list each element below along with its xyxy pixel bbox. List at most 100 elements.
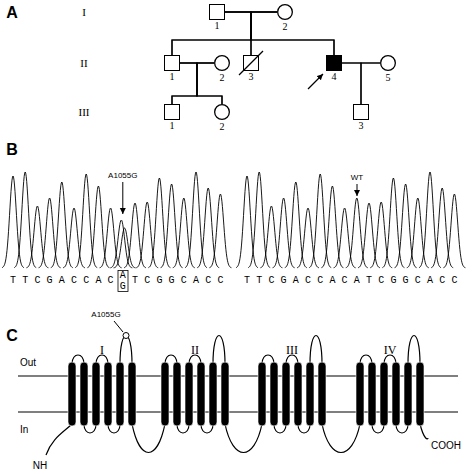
transmembrane-helix bbox=[380, 362, 388, 426]
transmembrane-helix bbox=[318, 362, 326, 426]
circle-shape bbox=[215, 56, 230, 71]
peak bbox=[419, 172, 441, 268]
terminus-label: COOH bbox=[431, 441, 461, 451]
panel-letter: B bbox=[6, 142, 18, 158]
transmembrane-helix bbox=[392, 362, 400, 426]
peak bbox=[148, 178, 170, 268]
peak bbox=[63, 208, 85, 268]
female-symbol: 2 bbox=[214, 104, 230, 120]
individual-number: 1 bbox=[170, 72, 175, 82]
individual-number: 1 bbox=[215, 21, 220, 31]
circle-shape bbox=[215, 105, 230, 120]
peak bbox=[236, 176, 258, 268]
sequence-text: TTCGACCAC bbox=[10, 276, 120, 286]
peak bbox=[114, 228, 136, 268]
transmembrane-helix bbox=[116, 362, 124, 426]
male-symbol: 1 bbox=[164, 104, 180, 120]
male-symbol: 4 bbox=[326, 55, 342, 71]
transmembrane-helix bbox=[161, 362, 169, 426]
male-symbol: 3 bbox=[353, 104, 369, 120]
transmembrane-helix bbox=[173, 362, 181, 426]
membrane-side: In bbox=[20, 425, 28, 435]
mutation-label: A1055G bbox=[91, 311, 120, 319]
wild-type-arrow bbox=[357, 184, 358, 196]
male-symbol: 3 bbox=[243, 55, 259, 71]
channel-topology bbox=[46, 333, 428, 456]
transmembrane-helix bbox=[197, 362, 205, 426]
individual-number: 3 bbox=[359, 121, 364, 131]
individual-number: 3 bbox=[249, 72, 254, 82]
transmembrane-helix bbox=[306, 362, 314, 426]
sequence-text: TCGGCACC bbox=[132, 276, 230, 286]
peak bbox=[285, 182, 307, 268]
male-symbol: 1 bbox=[209, 4, 225, 20]
transmembrane-helix bbox=[368, 362, 376, 426]
circle-shape bbox=[381, 56, 396, 71]
domain-number: III bbox=[286, 344, 298, 356]
transmembrane-helix bbox=[92, 362, 100, 426]
circle-outline bbox=[277, 4, 293, 20]
peak bbox=[197, 188, 219, 268]
domain-number: II bbox=[191, 344, 199, 356]
circle-outline bbox=[380, 55, 396, 71]
pedigree-line bbox=[225, 12, 251, 55]
pedigree-line bbox=[225, 12, 334, 55]
peak bbox=[209, 194, 231, 268]
peak bbox=[161, 184, 183, 268]
transmembrane-helix bbox=[80, 362, 88, 426]
circle-outline bbox=[214, 104, 230, 120]
panel-letter: C bbox=[6, 328, 18, 344]
wild-type-label: WT bbox=[351, 174, 363, 182]
circle-shape bbox=[278, 5, 293, 20]
peak bbox=[431, 188, 453, 268]
transmembrane-helix bbox=[356, 362, 364, 426]
peak bbox=[248, 172, 270, 268]
pedigree-line bbox=[251, 12, 277, 55]
peak bbox=[14, 172, 36, 268]
female-symbol: 2 bbox=[277, 4, 293, 20]
peak bbox=[51, 182, 73, 268]
pedigree-line bbox=[180, 63, 222, 104]
transmembrane-helix bbox=[294, 362, 302, 426]
peak bbox=[346, 198, 368, 268]
proband-arrow bbox=[308, 74, 323, 89]
transmembrane-helix bbox=[185, 362, 193, 426]
membrane-side: Out bbox=[20, 358, 36, 368]
trace bbox=[2, 172, 231, 268]
peak bbox=[321, 186, 343, 268]
peak bbox=[443, 194, 465, 268]
peak bbox=[309, 174, 331, 268]
peak bbox=[297, 208, 319, 268]
panel-letter: A bbox=[6, 5, 18, 21]
female-symbol: 5 bbox=[380, 55, 396, 71]
peptide-chain bbox=[46, 336, 428, 456]
peak bbox=[2, 176, 24, 268]
sequence-base: G bbox=[120, 282, 126, 292]
sequence-text: TTCGACCACATCGGCACC bbox=[244, 276, 464, 286]
individual-number: 1 bbox=[170, 121, 175, 131]
domain-number: IV bbox=[384, 344, 397, 356]
sequence-base: A bbox=[120, 271, 126, 281]
transmembrane-helix bbox=[416, 362, 424, 426]
pedigree-line bbox=[342, 63, 361, 104]
peak bbox=[124, 203, 146, 268]
individual-number: 2 bbox=[220, 122, 225, 132]
pedigree-line bbox=[361, 63, 380, 104]
peak bbox=[358, 203, 380, 268]
transmembrane-helix bbox=[209, 362, 217, 426]
domain-number: I bbox=[100, 344, 104, 356]
male-symbol: 1 bbox=[164, 55, 180, 71]
generation-number: I bbox=[82, 7, 86, 18]
terminus-label: NH bbox=[33, 461, 47, 471]
mutation-label: A1055G bbox=[108, 172, 137, 180]
individual-number: 2 bbox=[220, 73, 225, 83]
peak bbox=[75, 174, 97, 268]
transmembrane-helix bbox=[270, 362, 278, 426]
transmembrane-helix bbox=[282, 362, 290, 426]
mutation-arrow bbox=[122, 182, 123, 214]
trace bbox=[236, 172, 465, 268]
transmembrane-helix bbox=[258, 362, 266, 426]
female-symbol: 2 bbox=[214, 55, 230, 71]
